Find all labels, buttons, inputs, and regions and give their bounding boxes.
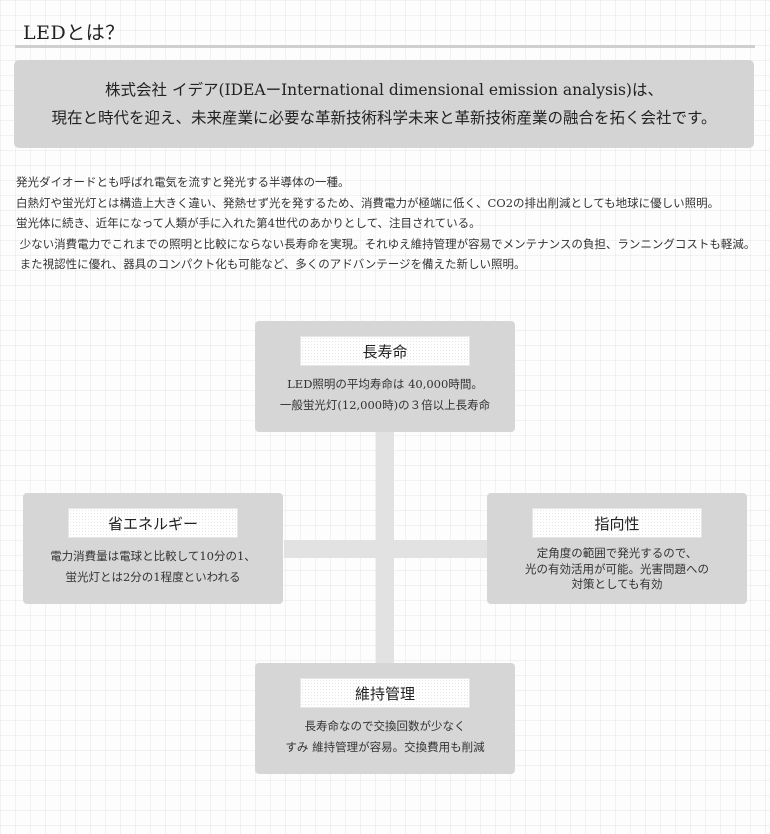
feature-line: 長寿命なので交換回数が少なく xyxy=(304,719,466,733)
feature-description-maintenance: 長寿命なので交換回数が少なく すみ 維持管理が容易。交換費用も削減 xyxy=(255,716,515,758)
intro-line: 発光ダイオードとも呼ばれ電気を流すと発光する半導体の一種。 xyxy=(16,175,350,189)
intro-line: 蛍光体に続き、近年になって人類が手に入れた第4世代のあかりとして、注目されている… xyxy=(16,216,481,230)
feature-title-long-life: 長寿命 xyxy=(300,336,470,366)
title-divider xyxy=(15,45,755,48)
feature-card-long-life: 長寿命 LED照明の平均寿命は 40,000時間。 一般蛍光灯(12,000時)… xyxy=(255,321,515,432)
feature-line: 一般蛍光灯(12,000時)の３倍以上長寿命 xyxy=(279,398,491,412)
banner-line-2: 現在と時代を迎え、未来産業に必要な革新技術科学未来と革新技術産業の融合を拓く会社… xyxy=(51,109,717,127)
feature-line: すみ 維持管理が容易。交換費用も削減 xyxy=(285,740,485,754)
feature-description-long-life: LED照明の平均寿命は 40,000時間。 一般蛍光灯(12,000時)の３倍以… xyxy=(255,374,515,416)
feature-description-energy-saving: 電力消費量は電球と比較して10分の1、 蛍光灯とは2分の1程度といわれる xyxy=(23,546,283,588)
feature-title-energy-saving: 省エネルギー xyxy=(68,508,238,538)
feature-card-directivity: 指向性 定角度の範囲で発光するので、 光の有効活用が可能。光害問題への 対策とし… xyxy=(487,493,747,604)
page-title: LEDとは？ xyxy=(23,22,125,44)
feature-description-directivity: 定角度の範囲で発光するので、 光の有効活用が可能。光害問題への 対策としても有効 xyxy=(487,546,747,593)
feature-line: 対策としても有効 xyxy=(571,577,663,591)
feature-line: 光の有効活用が可能。光害問題への xyxy=(525,561,709,576)
feature-line: LED照明の平均寿命は 40,000時間。 xyxy=(287,377,483,391)
feature-title-directivity: 指向性 xyxy=(532,508,702,538)
feature-card-maintenance: 維持管理 長寿命なので交換回数が少なく すみ 維持管理が容易。交換費用も削減 xyxy=(255,663,515,774)
intro-line: 白熱灯や蛍光灯とは構造上大きく違い、発熱せず光を発するため、消費電力が極端に低く… xyxy=(16,195,720,210)
feature-title-maintenance: 維持管理 xyxy=(300,678,470,708)
intro-line: また視認性に優れ、器具のコンパクト化も可能など、多くのアドバンテージを備えた新し… xyxy=(16,257,526,271)
feature-line: 定角度の範囲で発光するので、 xyxy=(536,546,698,560)
feature-line: 蛍光灯とは2分の1程度といわれる xyxy=(65,570,241,584)
banner-line-1: 株式会社 イデア(IDEAーInternational dimensional … xyxy=(105,81,663,99)
intro-line: 少ない消費電力でこれまでの照明と比較にならない長寿命を実現。それゆえ維持管理が容… xyxy=(16,236,756,251)
feature-card-energy-saving: 省エネルギー 電力消費量は電球と比較して10分の1、 蛍光灯とは2分の1程度とい… xyxy=(23,493,283,604)
diagram-connector-horizontal xyxy=(284,540,488,558)
intro-text: 発光ダイオードとも呼ばれ電気を流すと発光する半導体の一種。 白熱灯や蛍光灯とは構… xyxy=(16,172,761,275)
feature-line: 電力消費量は電球と比較して10分の1、 xyxy=(50,549,256,563)
company-banner: 株式会社 イデア(IDEAーInternational dimensional … xyxy=(14,60,754,148)
